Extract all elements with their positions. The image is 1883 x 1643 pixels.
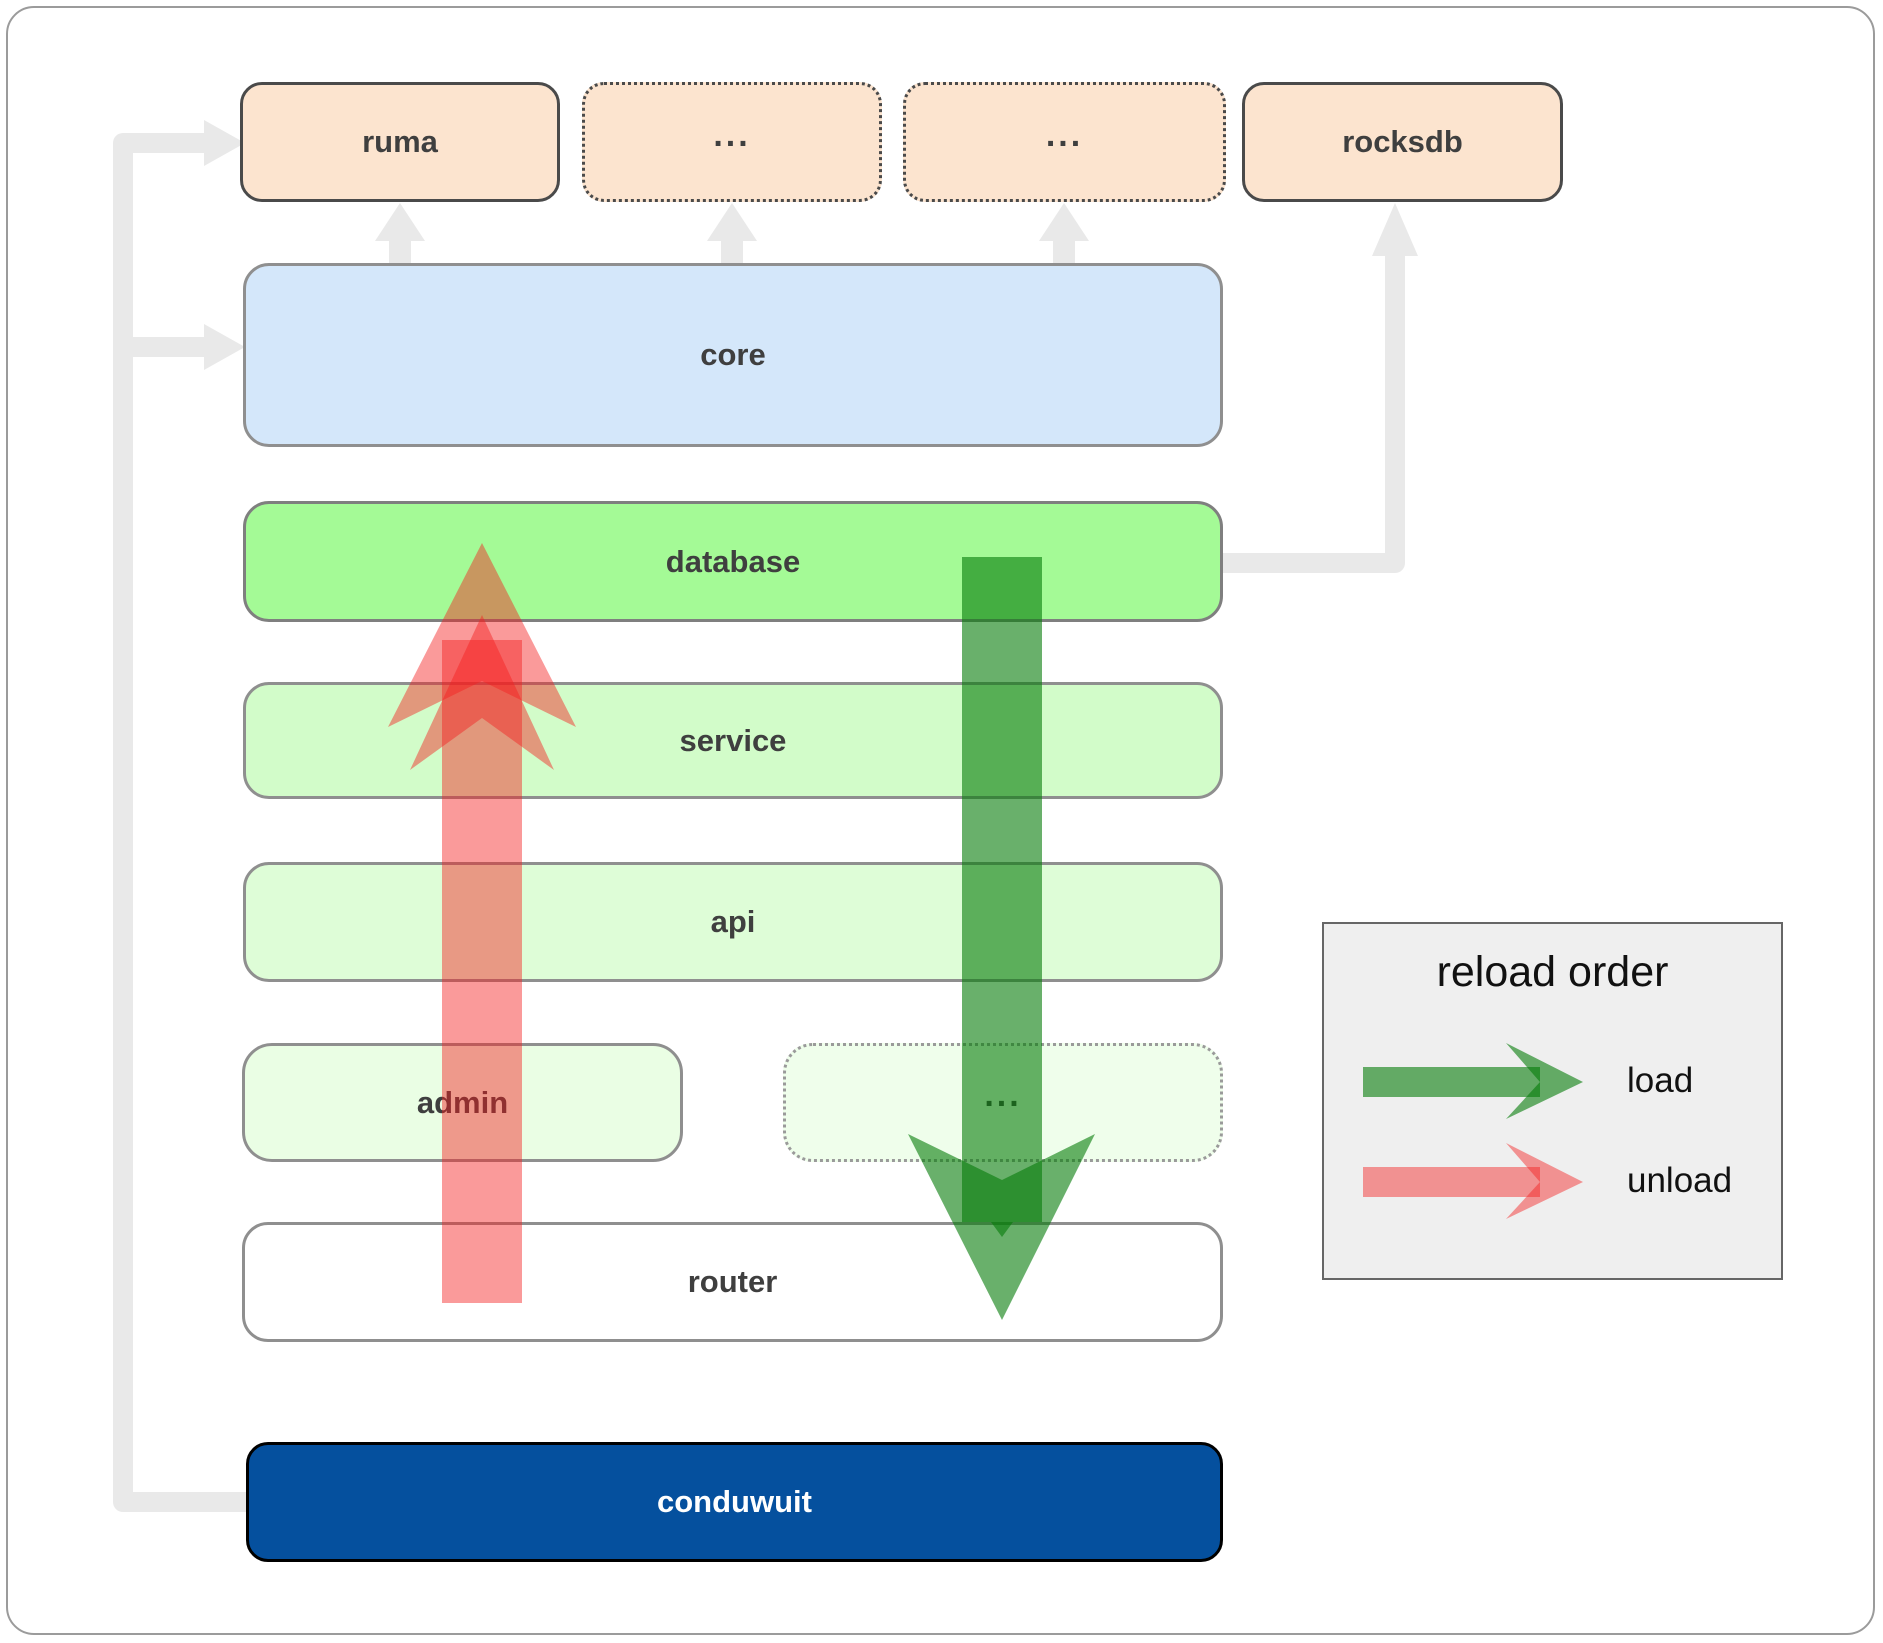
legend-item-unload: unload	[1363, 1143, 1732, 1219]
legend-title: reload order	[1436, 948, 1669, 996]
node-router: router	[242, 1222, 1223, 1342]
legend: reload order load unload	[1322, 922, 1783, 1280]
load-arrow-icon	[1363, 1043, 1583, 1119]
node-conduwuit: conduwuit	[246, 1442, 1223, 1562]
node-api-label: api	[710, 904, 756, 939]
legend-item-load: load	[1363, 1043, 1693, 1119]
node-module-dots-1: ...	[582, 82, 882, 202]
outer-frame	[6, 6, 1875, 1635]
unload-arrow-icon	[1363, 1143, 1583, 1219]
node-module-dots-2-label: ...	[1045, 115, 1084, 154]
node-module-dots-1-label: ...	[713, 115, 751, 154]
node-service-dots-label: ...	[984, 1076, 1022, 1114]
node-router-label: router	[687, 1264, 778, 1299]
node-core: core	[243, 263, 1223, 447]
node-conduwuit-label: conduwuit	[657, 1484, 812, 1519]
node-core-label: core	[700, 337, 766, 372]
node-rocksdb-label: rocksdb	[1342, 124, 1463, 159]
node-service-dots: ...	[783, 1043, 1223, 1162]
node-service: service	[243, 682, 1223, 799]
node-database-label: database	[665, 543, 801, 579]
node-api: api	[243, 862, 1223, 982]
node-ruma-label: ruma	[362, 124, 438, 159]
node-ruma: ruma	[240, 82, 560, 202]
node-admin-label: admin	[416, 1084, 509, 1120]
node-rocksdb: rocksdb	[1242, 82, 1563, 202]
node-module-dots-2: ...	[903, 82, 1226, 202]
node-database: database	[243, 501, 1223, 622]
node-service-label: service	[679, 722, 787, 758]
legend-load-label: load	[1627, 1061, 1694, 1100]
node-admin: admin	[242, 1043, 683, 1162]
legend-unload-label: unload	[1627, 1161, 1733, 1200]
